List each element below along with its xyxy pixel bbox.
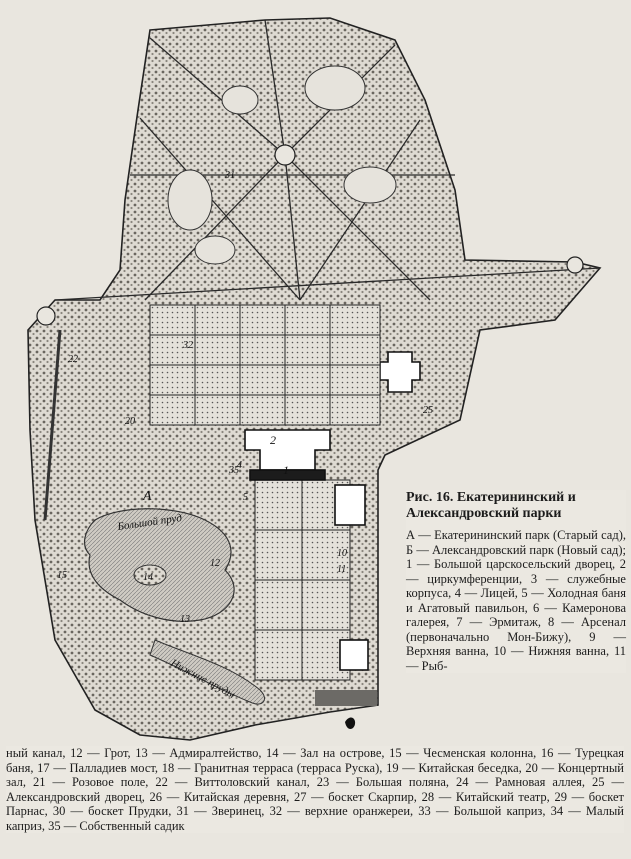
upper-ponds <box>167 65 397 265</box>
figure-caption: Рис. 16. Екатерининский и Александровски… <box>406 490 626 673</box>
figure-title: Рис. 16. Екатерининский и Александровски… <box>406 490 576 521</box>
label-13: 13 <box>180 614 190 625</box>
label-12: 12 <box>210 558 220 569</box>
label-32: 32 <box>182 340 193 351</box>
legend-side-text: А — Екатерининский парк (Старый сад), Б … <box>406 528 626 673</box>
leaf-marker-icon <box>345 717 356 729</box>
label-5: 5 <box>243 492 248 503</box>
lower-ponds <box>149 639 265 705</box>
east-rondel <box>566 256 584 274</box>
pond-island <box>133 564 167 586</box>
catherine-palace <box>244 429 369 671</box>
label-10: 10 <box>337 548 347 559</box>
lower-strip <box>315 690 377 706</box>
central-rondel <box>274 144 296 166</box>
legend-bottom-text: ный канал, 12 — Грот, 13 — Адмиралтейств… <box>6 746 624 833</box>
label-25: 25 <box>423 405 433 416</box>
label-20: 20 <box>125 416 135 427</box>
label-15: 15 <box>57 570 67 581</box>
regular-garden <box>149 304 381 681</box>
label-11: 11 <box>337 564 346 575</box>
vittolovsky-canal <box>43 329 62 521</box>
label-park-a: А <box>142 489 152 504</box>
west-rondel <box>36 306 56 326</box>
label-22: 22 <box>68 354 78 365</box>
label-35: 35 <box>228 465 239 476</box>
label-4: 4 <box>237 460 242 471</box>
label-14: 14 <box>143 572 153 583</box>
label-1: 1 <box>283 463 289 477</box>
label-2: 2 <box>270 433 276 447</box>
label-31: 31 <box>224 170 235 181</box>
big-pond <box>83 508 235 622</box>
